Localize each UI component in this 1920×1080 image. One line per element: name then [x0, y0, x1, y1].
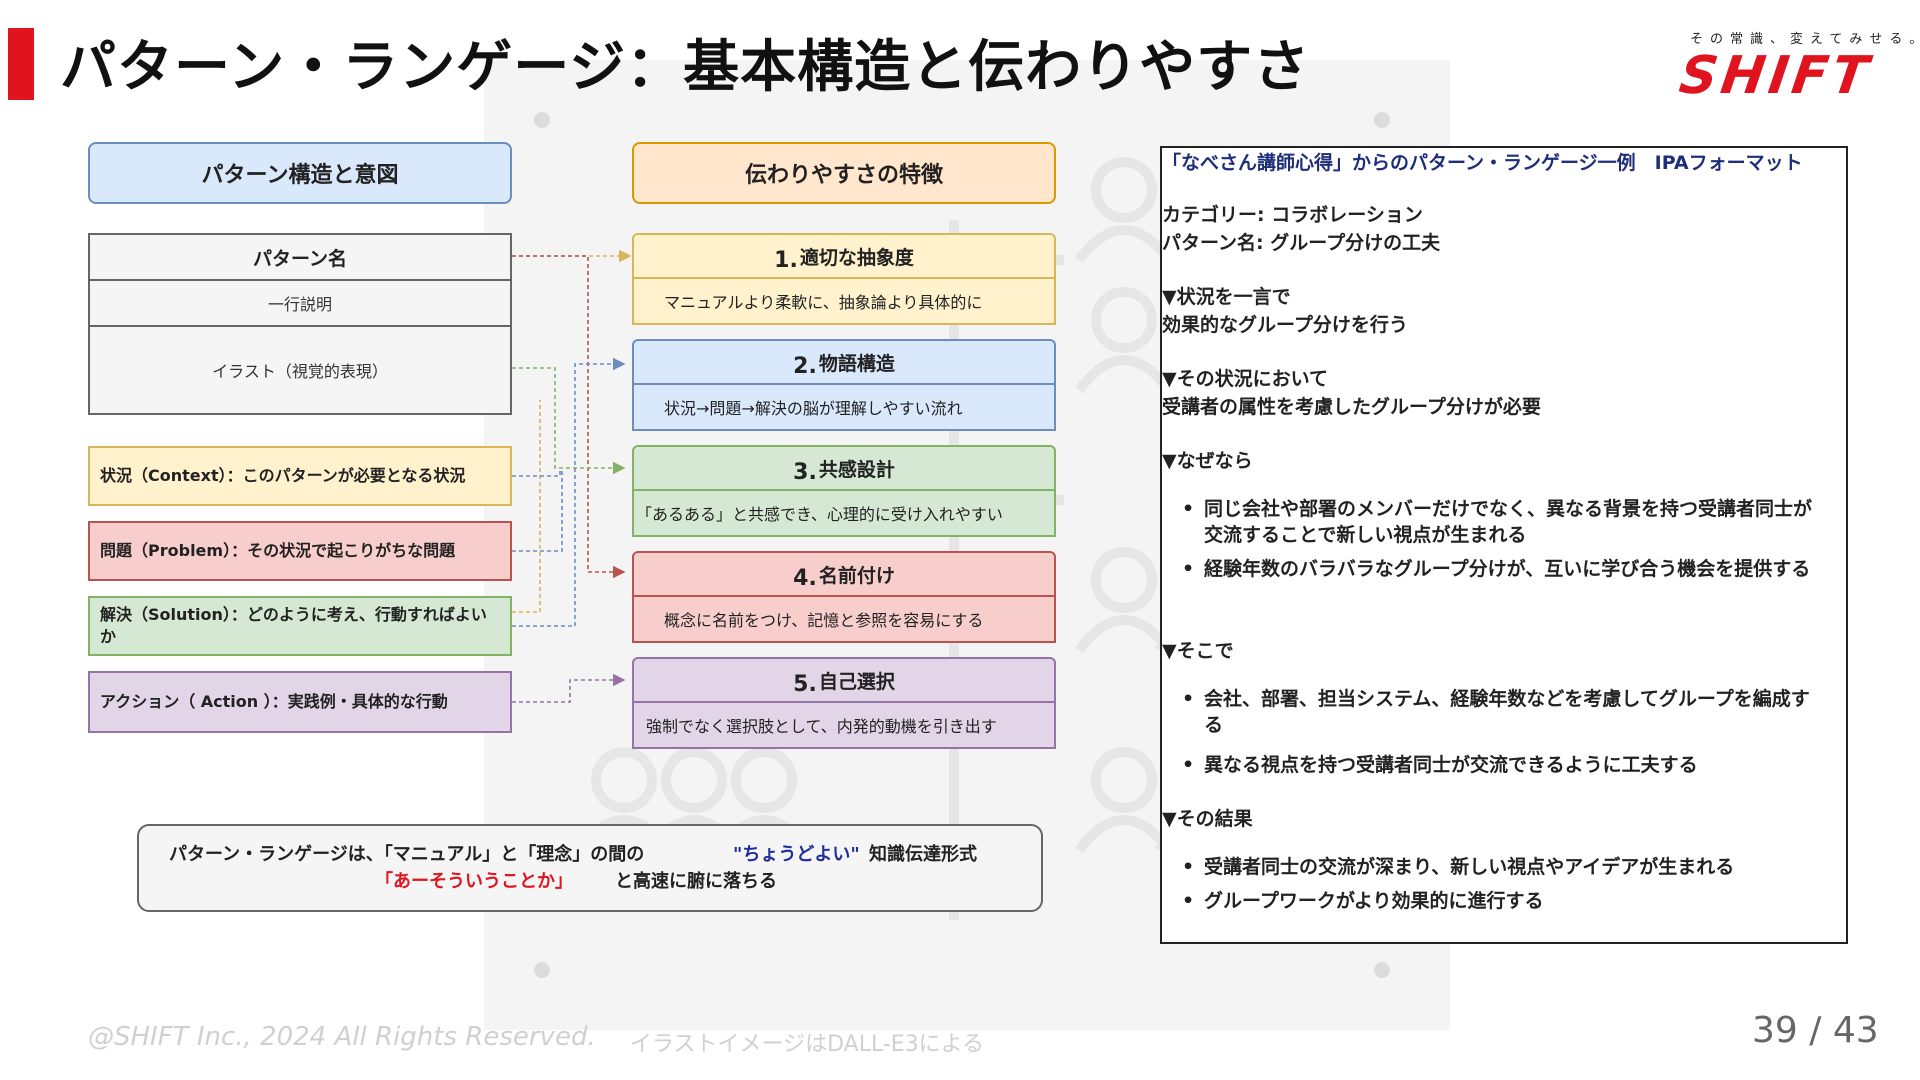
summary-line1-text: パターン・ランゲージは、「マニュアル」と「理念」の間の	[169, 844, 645, 865]
feature-number: 5.	[793, 671, 817, 697]
pattern-structure-header: パターン構造と意図	[88, 142, 512, 204]
action-section: アクション（ Action ）：実践例・具体的な行動	[88, 671, 512, 733]
context-text: 受講者の属性を考慮したグループ分けが必要	[1162, 396, 1541, 418]
problem-text: 問題（Problem）：その状況で起こりがちな問題	[100, 541, 456, 560]
summary-line1-end: 知識伝達形式	[869, 844, 977, 865]
situation-text: 効果的なグループ分けを行う	[1162, 314, 1408, 336]
example-category: カテゴリー: コラボレーション	[1162, 204, 1423, 226]
bullet-icon: •	[1182, 890, 1195, 912]
feature-number: 2.	[793, 353, 817, 379]
feature-2-title: 2.物語構造	[632, 339, 1056, 385]
feature-number: 4.	[793, 565, 817, 591]
therefore-item: •会社、部署、担当システム、経験年数などを考慮してグループを編成する	[1182, 688, 1810, 736]
title-accent-bar	[8, 28, 34, 100]
pattern-card: パターン名 一行説明 イラスト（視覚的表現）	[88, 233, 512, 415]
feature-title-text: 名前付け	[818, 564, 895, 587]
feature-3-title: 3.共感設計	[632, 445, 1056, 491]
one-line-description-row: 一行説明	[90, 281, 510, 327]
because-label: ▼なぜなら	[1162, 450, 1253, 472]
action-text: アクション（ Action ）：実践例・具体的な行動	[100, 692, 448, 711]
problem-section: 問題（Problem）：その状況で起こりがちな問題	[88, 521, 512, 581]
bullet-icon: •	[1182, 558, 1195, 580]
example-pattern-name: パターン名: グループ分けの工夫	[1162, 232, 1441, 254]
illustration-row: イラスト（視覚的表現）	[212, 362, 388, 381]
therefore-item: •異なる視点を持つ受講者同士が交流できるように工夫する	[1182, 754, 1698, 776]
feature-1-title: 1.適切な抽象度	[632, 233, 1056, 279]
feature-number: 3.	[793, 459, 817, 485]
bullet-icon: •	[1182, 856, 1195, 878]
pattern-name-row: パターン名	[90, 235, 510, 281]
summary-highlight-red: 「あーそういうことか」	[375, 871, 573, 892]
page-number: 39 / 43	[1752, 1010, 1879, 1051]
feature-title-text: 共感設計	[818, 458, 895, 481]
page-title: パターン・ランゲージ：基本構造と伝わりやすさ	[60, 35, 1311, 100]
result-item: •受講者同士の交流が深まり、新しい視点やアイデアが生まれる	[1182, 856, 1735, 878]
feature-2-description: 状況→問題→解決の脳が理解しやすい流れ	[632, 385, 1056, 431]
feature-title-text: 自己選択	[818, 670, 895, 693]
context-text: 状況（Context）：このパターンが必要となる状況	[100, 466, 466, 485]
bullet-icon: •	[1182, 498, 1195, 520]
summary-box: パターン・ランゲージは、「マニュアル」と「理念」の間の "ちょうどよい" 知識伝…	[137, 824, 1043, 912]
logo-tagline: その常識、変えてみせる。	[1690, 32, 1920, 47]
feature-4-title: 4.名前付け	[632, 551, 1056, 597]
feature-1-description: マニュアルより柔軟に、抽象論より具体的に	[632, 279, 1056, 325]
solution-text: 解決（Solution）：どのように考え、行動すればよいか	[100, 605, 487, 646]
therefore-label: ▼そこで	[1162, 640, 1234, 662]
copyright-text: @SHIFT Inc., 2024 All Rights Reserved.	[88, 1022, 596, 1052]
result-item: •グループワークがより効果的に進行する	[1182, 890, 1544, 912]
feature-title-text: 適切な抽象度	[799, 246, 914, 269]
solution-section: 解決（Solution）：どのように考え、行動すればよいか	[88, 596, 512, 656]
summary-highlight-blue: "ちょうどよい"	[733, 844, 860, 865]
bullet-icon: •	[1182, 688, 1195, 710]
feature-number: 1.	[774, 247, 798, 273]
summary-line2-end: と高速に腑に落ちる	[615, 871, 777, 892]
illustration-credit: イラストイメージはDALL-E3による	[630, 1032, 985, 1057]
result-label: ▼その結果	[1162, 808, 1253, 830]
pattern-example-box: 「なべさん講師心得」からのパターン・ランゲージ一例 IPAフォーマット カテゴリ…	[1160, 146, 1848, 944]
feature-5-title: 5.自己選択	[632, 657, 1056, 703]
context-label: ▼その状況において	[1162, 368, 1329, 390]
feature-4-description: 概念に名前をつけ、記憶と参照を容易にする	[632, 597, 1056, 643]
because-item: •同じ会社や部署のメンバーだけでなく、異なる背景を持つ受講者同士が交流することで…	[1182, 498, 1813, 546]
example-heading: 「なべさん講師心得」からのパターン・ランゲージ一例 IPAフォーマット	[1162, 152, 1803, 174]
because-item: •経験年数のバラバラなグループ分けが、互いに学び合う機会を提供する	[1182, 558, 1811, 580]
features-header: 伝わりやすさの特徴	[632, 142, 1056, 204]
feature-title-text: 物語構造	[818, 352, 895, 375]
bullet-icon: •	[1182, 754, 1195, 776]
situation-label: ▼状況を一言で	[1162, 286, 1291, 308]
feature-3-description: 「あるある」と共感でき、心理的に受け入れやすい	[632, 491, 1056, 537]
context-section: 状況（Context）：このパターンが必要となる状況	[88, 446, 512, 506]
feature-5-description: 強制でなく選択肢として、内発的動機を引き出す	[632, 703, 1056, 749]
